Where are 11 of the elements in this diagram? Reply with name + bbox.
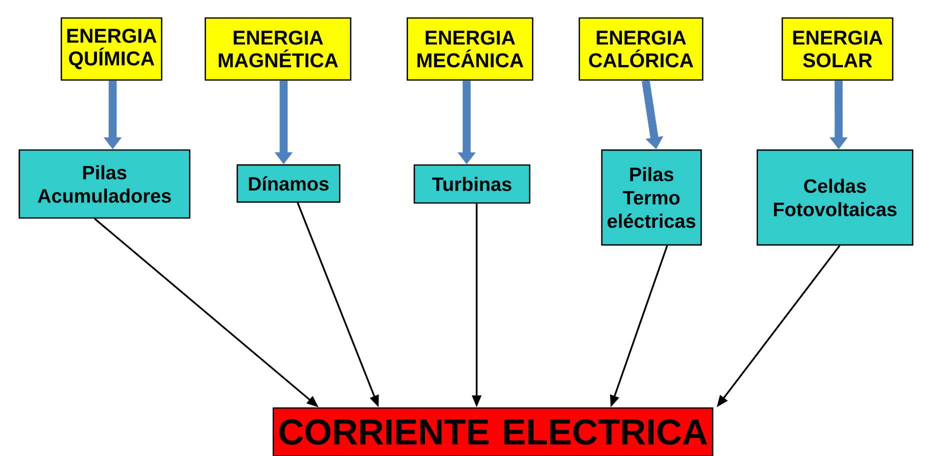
result-box: CORRIENTE ELECTRICA — [272, 407, 714, 456]
source-box: ENERGIA MECÁNICA — [406, 17, 534, 81]
device-box: Celdas Fotovoltaicas — [756, 149, 914, 246]
source-box: ENERGIA QUÍMICA — [60, 17, 162, 81]
source-box: ENERGIA CALÓRICA — [578, 17, 704, 81]
device-box: Pilas Termo eléctricas — [601, 149, 702, 246]
device-box: Pilas Acumuladores — [18, 149, 190, 219]
device-box: Dínamos — [236, 164, 340, 203]
source-box: ENERGIA SOLAR — [782, 17, 894, 81]
source-box: ENERGIA MAGNÉTICA — [204, 17, 352, 81]
device-box: Turbinas — [414, 164, 530, 204]
